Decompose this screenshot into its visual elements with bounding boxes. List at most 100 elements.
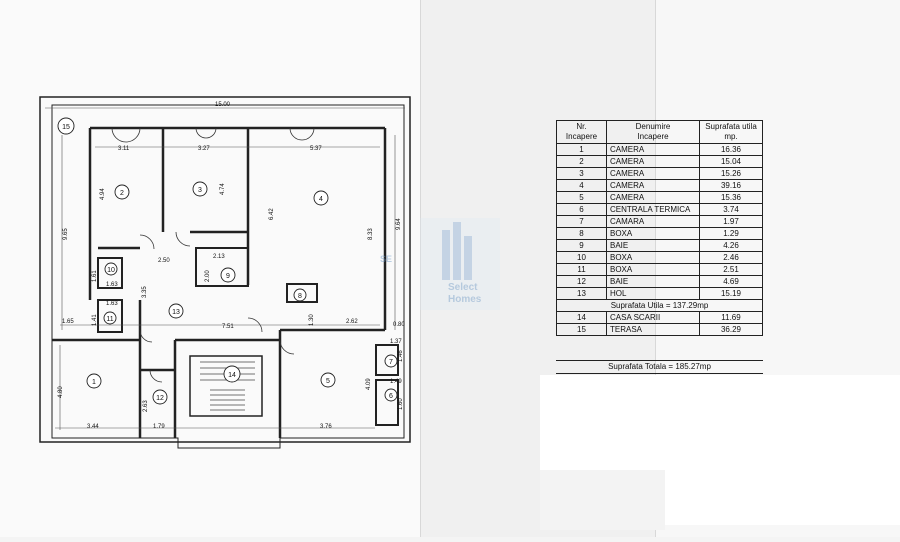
wall [375,344,399,376]
door-swing-icon [149,369,163,383]
cell-area: 1.97 [699,215,763,228]
table-header-row: Nr. Incapere Denumire Incapere Suprafata… [556,120,763,144]
cell-area: 16.36 [699,143,763,156]
cell-nr: 11 [556,263,607,276]
cell-area: 15.04 [699,155,763,168]
column-header-area: Suprafata utila mp. [699,120,763,144]
dimension-label: 1.30 [309,314,315,326]
dimension-label: 3.27 [198,146,210,152]
watermark-text: SE [380,254,393,264]
cell-name: CASA SCARII [606,311,700,324]
door-swing-icon [195,127,207,139]
dimension-label: 8.33 [368,228,374,240]
dimension-label: 2.13 [213,254,225,260]
cell-nr: 5 [556,191,607,204]
usable-area-total: Suprafata Utila = 137.29mp [556,299,763,312]
door-swing-icon [279,339,295,355]
room-marker [57,117,75,135]
room-number: 9 [226,273,230,280]
dimension-label: 2.62 [346,319,358,325]
dimension-label: 1.46 [398,350,404,362]
cell-nr: 8 [556,227,607,240]
dimension-label: 15.00 [215,102,231,108]
room-marker [152,389,168,405]
cell-name: CAMERA [606,179,700,192]
cell-area: 36.29 [699,323,763,336]
cell-name: CAMERA [606,143,700,156]
room-marker [104,262,118,276]
cell-name: BOXA [606,227,700,240]
room-marker [313,190,329,206]
cell-area: 15.19 [699,287,763,300]
cell-nr: 3 [556,167,607,180]
cell-name: BAIE [606,275,700,288]
room-number: 11 [106,316,113,323]
cell-nr: 7 [556,215,607,228]
dimension-label: 1.37 [390,339,402,345]
cell-nr: 2 [556,155,607,168]
room-number: 3 [198,187,202,194]
room-marker [384,388,398,402]
wall [195,247,249,287]
dimension-label: 5.37 [310,146,322,152]
wall [97,299,123,333]
cell-nr: 15 [556,323,607,336]
total-area: Suprafata Totala = 185.27mp [556,360,763,374]
dimension-label: 1.79 [153,424,165,430]
summary-row: Suprafata Utila = 137.29mp [556,299,763,312]
paper-fold [420,0,421,537]
dimension-label: 3.44 [87,424,99,430]
terrace-outline [39,96,411,443]
dimension-label: 6.42 [269,208,275,220]
room-marker [114,184,130,200]
door-swing-icon [247,317,263,333]
building-logo-icon [420,218,500,310]
cell-area: 1.29 [699,227,763,240]
cell-nr: 10 [556,251,607,264]
door-swing-icon [139,329,153,343]
cell-area: 4.26 [699,239,763,252]
dimension-label: 7.51 [222,324,234,330]
cell-nr: 9 [556,239,607,252]
cell-nr: 6 [556,203,607,216]
dimension-label: 4.74 [220,183,226,195]
dimension-label: 0.80 [393,322,405,328]
cell-area: 15.26 [699,167,763,180]
door-swing-icon [125,127,141,143]
room-number: 8 [298,293,302,300]
door-swing-icon [205,127,217,139]
dimension-label: 4.80 [58,386,64,398]
room-number: 2 [120,190,124,197]
room-marker [293,288,307,302]
dimension-label: 1.49 [390,379,402,385]
room-marker [192,181,208,197]
wall [286,283,318,303]
room-marker [86,373,102,389]
dimension-label: 9.64 [396,218,402,230]
room-marker [168,303,184,319]
cell-name: TERASA [606,323,700,336]
cell-area: 15.36 [699,191,763,204]
cell-name: BOXA [606,263,700,276]
cell-name: CAMERA [606,155,700,168]
dimension-label: 1.63 [106,301,118,307]
room-marker [223,365,241,383]
cell-nr: 12 [556,275,607,288]
dimension-label: 9.65 [63,228,69,240]
room-number: 1 [92,379,96,386]
room-marker [220,267,236,283]
room-number: 14 [228,372,236,379]
cell-area: 11.69 [699,311,763,324]
